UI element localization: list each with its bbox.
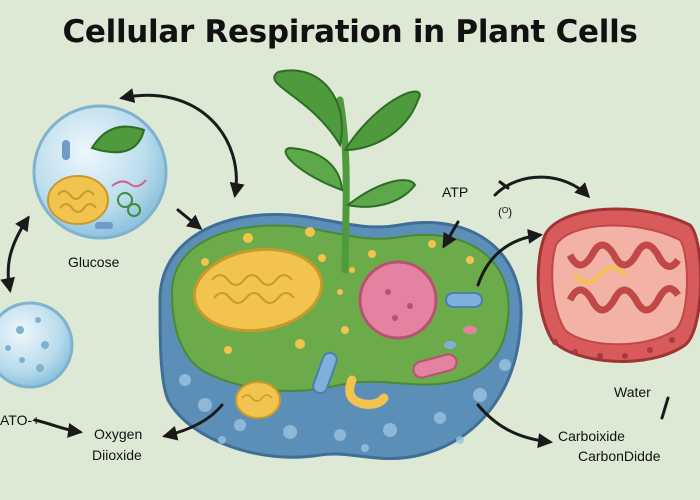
carboixide-label: Carboixide bbox=[558, 428, 625, 444]
water-label: Water bbox=[614, 384, 651, 400]
small-tick bbox=[498, 180, 510, 190]
atp-arrow bbox=[442, 220, 460, 249]
ato-to-oxygen-arrow bbox=[33, 418, 83, 438]
water-tick bbox=[660, 396, 670, 420]
vesicle-icon bbox=[312, 292, 483, 409]
cell-to-mito-arrow bbox=[476, 228, 543, 287]
leaf-icon bbox=[284, 146, 344, 192]
plant-cell bbox=[158, 212, 523, 461]
leaf-icon bbox=[343, 90, 421, 152]
atp-to-mito-arrow bbox=[493, 175, 591, 199]
mitochondrion-icon bbox=[536, 207, 700, 363]
glucose-cell-bubble bbox=[32, 104, 168, 240]
glucose-to-cell-arrow bbox=[176, 208, 203, 230]
small-symbol-label: (ᴼ) bbox=[498, 205, 513, 219]
oxygen-label: Oxygen bbox=[94, 426, 143, 442]
page-title: Cellular Respiration in Plant Cells bbox=[62, 14, 638, 50]
cell-to-oxygen-arrow bbox=[162, 403, 224, 441]
oxygen-bubble bbox=[0, 301, 74, 389]
leaf-icon bbox=[273, 69, 343, 148]
atp-label: ATP bbox=[442, 184, 469, 200]
plant-sprout bbox=[273, 69, 421, 274]
cell-to-carbon-arrow bbox=[476, 403, 553, 449]
leaf-icon bbox=[345, 179, 417, 208]
carbondidde-label: CarbonDidde bbox=[578, 448, 661, 464]
bubble-exchange-arrow bbox=[0, 215, 30, 293]
glucose-label: Glucose bbox=[68, 254, 120, 270]
ato-label: ATO-+ bbox=[0, 412, 41, 428]
dioxide-label: Diioxide bbox=[92, 447, 142, 463]
cycle-arrow bbox=[119, 88, 245, 198]
chloroplast-icon bbox=[192, 247, 324, 333]
